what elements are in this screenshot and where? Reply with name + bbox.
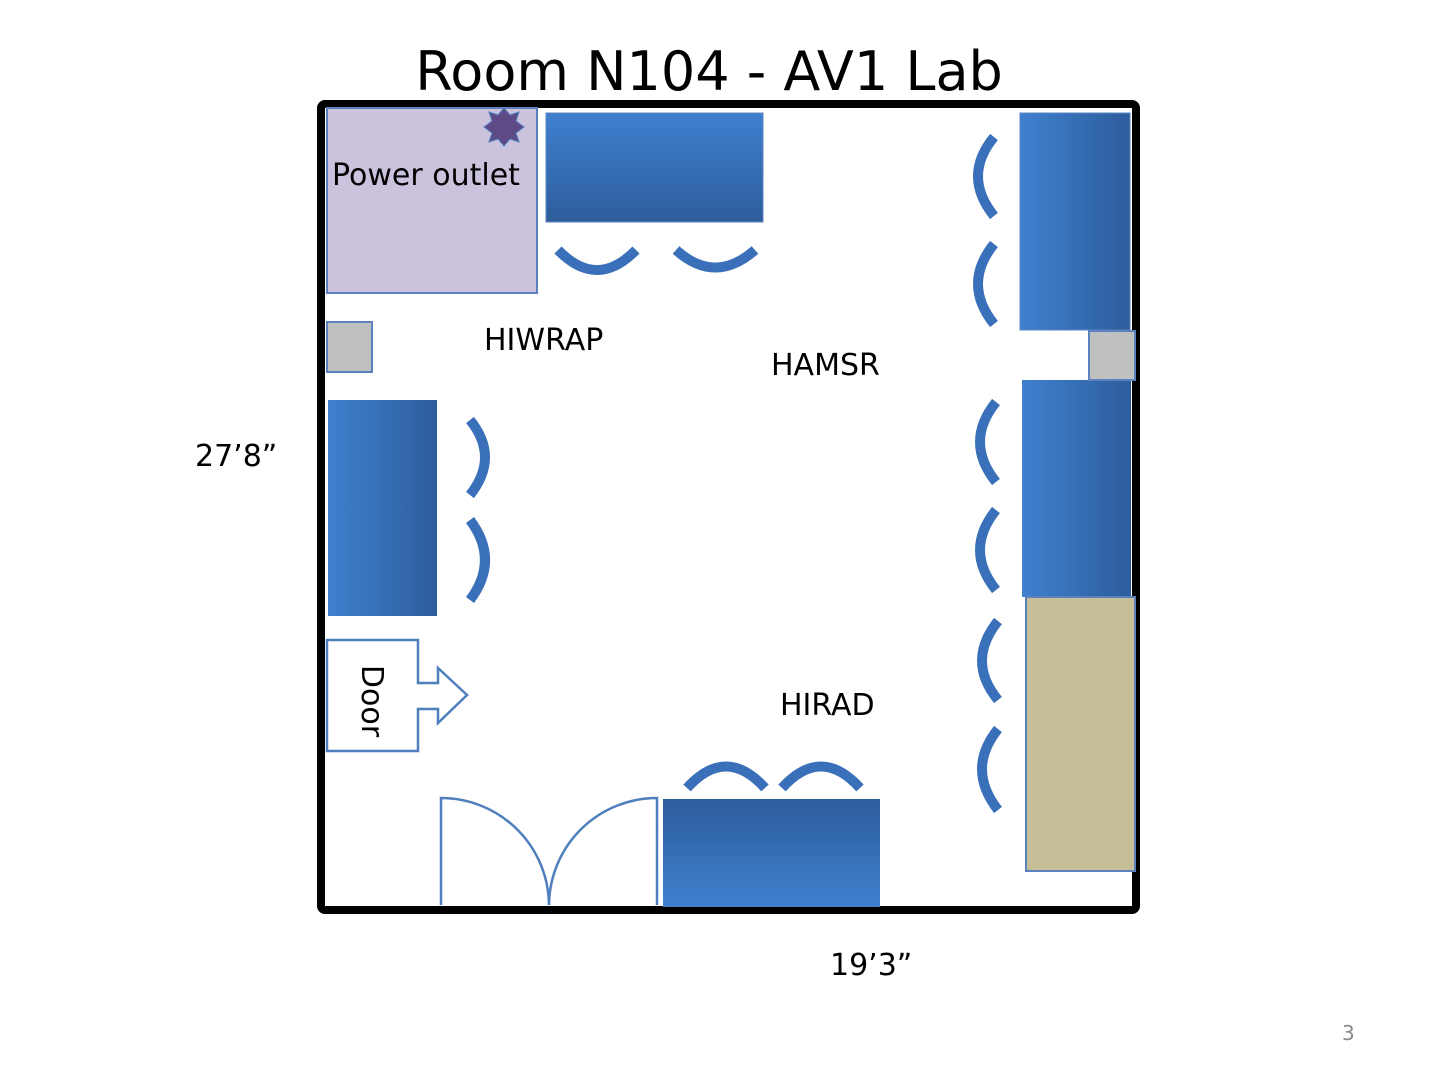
- chair-icon: [973, 133, 998, 220]
- chair-icon: [977, 617, 1002, 704]
- desk-right-middle: [1022, 380, 1131, 597]
- door-label: Door: [354, 665, 389, 738]
- chairs: [465, 133, 1003, 814]
- chair-icon: [465, 416, 490, 499]
- chair-icon: [672, 246, 759, 273]
- desk-left: [328, 400, 437, 616]
- power-outlet-label: Power outlet: [332, 158, 520, 193]
- gray-box-right: [1088, 330, 1136, 381]
- double-door-swing-icon: [439, 796, 659, 906]
- gray-box-left: [326, 321, 373, 373]
- cabinet-right: [1025, 596, 1136, 872]
- chair-icon: [973, 240, 998, 328]
- room-wall: [317, 100, 1140, 914]
- slide-title: Room N104 - AV1 Lab: [415, 40, 1003, 103]
- label-hirad: HIRAD: [780, 688, 875, 723]
- desk-bottom: [663, 799, 880, 907]
- chair-icon: [683, 761, 769, 792]
- chair-icon: [778, 761, 864, 792]
- label-hamsr: HAMSR: [771, 348, 880, 383]
- chair-icon: [977, 725, 1003, 814]
- chair-icon: [554, 246, 640, 275]
- dimension-height: 27’8”: [195, 439, 277, 474]
- chair-icon: [975, 506, 1000, 594]
- label-hiwrap: HIWRAP: [484, 323, 603, 358]
- chair-icon: [465, 517, 490, 603]
- chair-icon: [975, 398, 1000, 486]
- desk-top: [545, 112, 764, 223]
- dimension-width: 19’3”: [830, 948, 912, 983]
- page-number: 3: [1342, 1021, 1355, 1045]
- power-outlet-star-icon: [483, 107, 525, 147]
- door-arrow-icon: [325, 638, 469, 753]
- desk-right-upper: [1019, 112, 1131, 331]
